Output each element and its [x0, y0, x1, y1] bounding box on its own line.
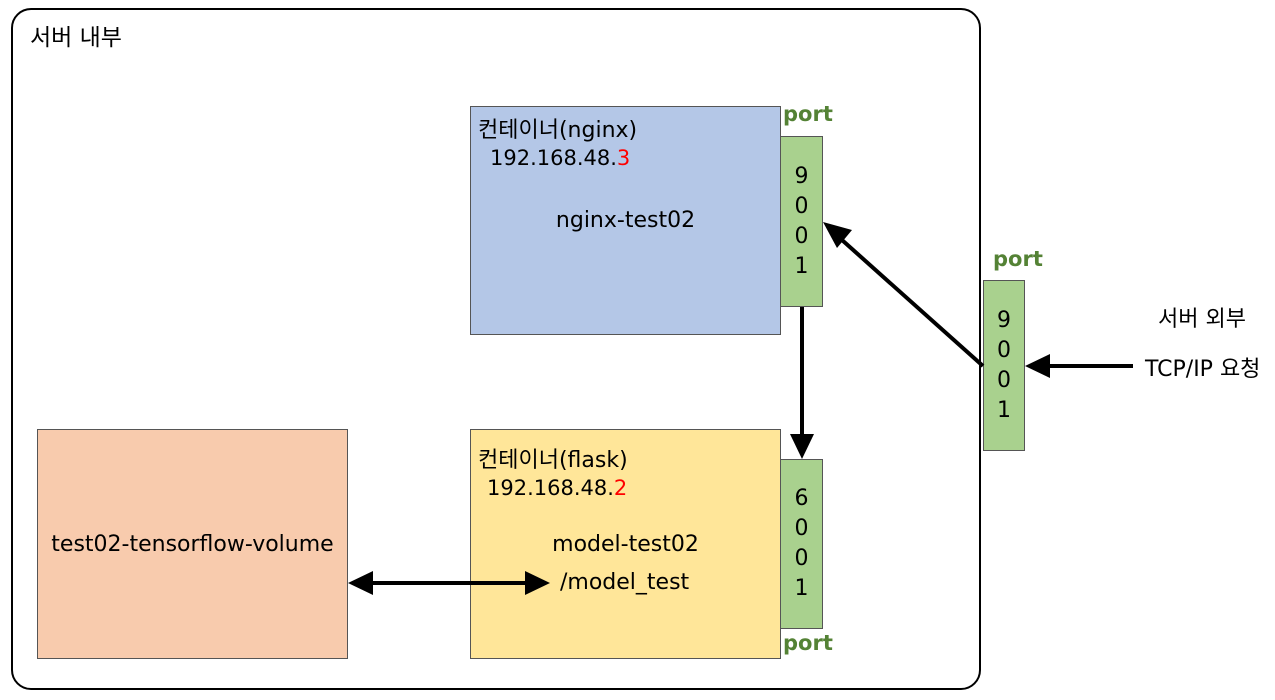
- arrow-volume-flask-bidirectional: [348, 571, 550, 595]
- server-boundary: [11, 8, 981, 690]
- nginx-container-title: 컨테이너(nginx): [478, 118, 638, 143]
- flask-ip: 192.168.48.2: [487, 476, 627, 500]
- volume-name: test02-tensorflow-volume: [51, 532, 334, 557]
- nginx-container-box: [470, 106, 781, 335]
- nginx-container-name: nginx-test02: [555, 208, 696, 233]
- arrow-nginx-to-flask: [790, 307, 814, 459]
- host-port-digit: 1: [997, 397, 1011, 423]
- nginx-ip: 192.168.48.3: [490, 146, 630, 170]
- flask-ip-suffix: 2: [613, 476, 628, 500]
- flask-ip-prefix: 192.168.48.: [487, 476, 614, 500]
- server-inside-label: 서버 내부: [30, 25, 122, 51]
- nginx-port-box: 9 0 0 1: [780, 136, 823, 307]
- flask-port-digit: 0: [794, 546, 809, 571]
- volume-box: [37, 429, 348, 659]
- outside-label: 서버 외부: [1158, 307, 1246, 332]
- nginx-port-label: port: [783, 102, 833, 126]
- nginx-ip-prefix: 192.168.48.: [490, 146, 617, 170]
- flask-container-title: 컨테이너(flask): [478, 448, 628, 473]
- arrow-host-to-nginx: [823, 222, 985, 368]
- host-port-label: port: [993, 247, 1043, 271]
- flask-port-digit: 0: [794, 516, 809, 541]
- flask-port-label: port: [783, 631, 833, 655]
- flask-mount-path: /model_test: [560, 570, 690, 595]
- outside-request-label: TCP/IP 요청: [1145, 357, 1261, 382]
- flask-port-box: 6 0 0 1: [780, 459, 823, 629]
- nginx-port-digit: 0: [794, 193, 809, 219]
- nginx-port-digit: 9: [794, 163, 809, 189]
- nginx-ip-suffix: 3: [616, 146, 631, 170]
- flask-container-name: model-test02: [552, 532, 699, 557]
- host-port-digit: 9: [997, 307, 1011, 333]
- nginx-port-digit: 0: [794, 223, 809, 249]
- host-port-box: 9 0 0 1: [983, 280, 1025, 451]
- flask-port-digit: 6: [794, 486, 809, 511]
- host-port-digit: 0: [997, 367, 1011, 393]
- flask-container-box: [470, 429, 781, 659]
- host-port-digit: 0: [997, 337, 1011, 363]
- arrow-outside-to-host: [1025, 354, 1133, 378]
- flask-port-digit: 1: [794, 576, 809, 601]
- nginx-port-digit: 1: [794, 253, 809, 279]
